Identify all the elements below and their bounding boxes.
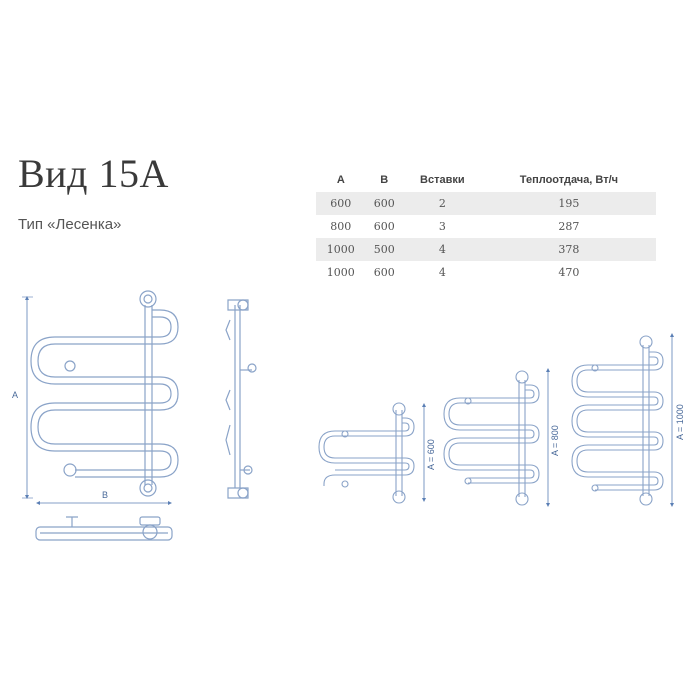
table-row: 1000 500 4 378 [316, 238, 656, 261]
main-front-view [22, 290, 179, 505]
cell-a: 800 [330, 220, 352, 233]
variant-600-label: A = 600 [426, 439, 436, 470]
column-header-heat-output: Теплоотдача, Вт/ч [519, 174, 619, 186]
cell-heat-output: 195 [481, 192, 656, 215]
table-row: 600 600 2 195 [316, 192, 656, 215]
cell-inserts: 4 [402, 238, 482, 261]
side-view [225, 299, 257, 499]
main-top-view [35, 516, 173, 541]
cell-a: 600 [316, 192, 366, 215]
cell-inserts: 4 [438, 266, 446, 279]
cell-b: 600 [373, 266, 395, 279]
column-header-inserts: Вставки [420, 174, 465, 186]
page-title: Вид 15А [18, 151, 169, 196]
column-header-a: A [336, 174, 345, 186]
page-subtitle: Тип «Лесенка» [18, 216, 122, 233]
cell-b: 500 [365, 238, 403, 261]
cell-inserts: 3 [438, 220, 446, 233]
variant-800-label: A = 800 [550, 425, 560, 456]
variant-1000-drawing [571, 333, 674, 507]
cell-b: 600 [373, 220, 395, 233]
cell-b: 600 [365, 192, 403, 215]
column-header-b: B [380, 174, 389, 186]
cell-a: 1000 [316, 238, 366, 261]
cell-heat-output: 378 [481, 238, 656, 261]
variant-600-drawing [318, 402, 426, 504]
variant-1000-label: A = 1000 [675, 404, 685, 440]
variant-800-drawing [443, 368, 550, 507]
table-row: 1000 600 4 470 [316, 261, 656, 284]
specs-table: A B Вставки Теплоотдача, Вт/ч 600 600 2 … [316, 168, 656, 284]
cell-inserts: 2 [402, 192, 482, 215]
main-height-label: A [12, 390, 18, 400]
table-row: 800 600 3 287 [316, 215, 656, 238]
cell-heat-output: 470 [558, 266, 580, 279]
cell-heat-output: 287 [558, 220, 580, 233]
specs-header-row: A B Вставки Теплоотдача, Вт/ч [316, 168, 656, 192]
main-width-label: B [102, 490, 108, 500]
cell-a: 1000 [326, 266, 355, 279]
